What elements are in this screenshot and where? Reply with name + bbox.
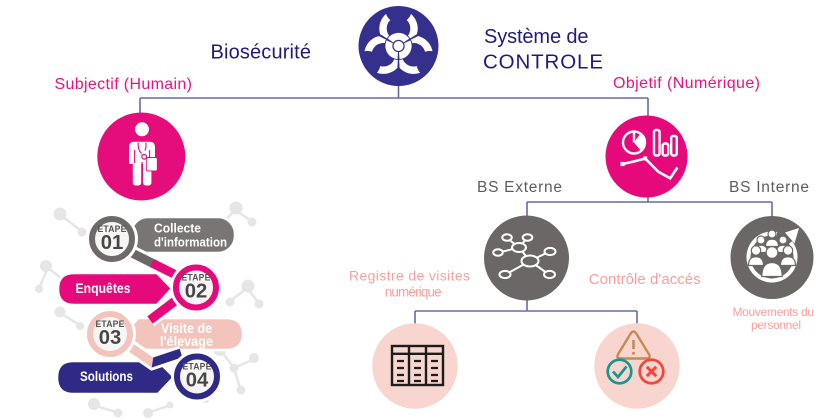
svg-text:04: 04 (186, 369, 209, 392)
svg-text:Objetif (Numérique): Objetif (Numérique) (613, 75, 760, 92)
svg-text:personnel: personnel (751, 318, 801, 332)
svg-text:numérique: numérique (385, 285, 442, 300)
svg-text:Mouvements du: Mouvements du (733, 305, 815, 319)
svg-text:02: 02 (185, 280, 208, 303)
svg-text:03: 03 (99, 326, 122, 349)
svg-text:Biosécurité: Biosécurité (211, 42, 312, 64)
svg-text:Système de: Système de (484, 26, 589, 48)
svg-text:ETAPE: ETAPE (183, 362, 212, 373)
svg-text:l'élevage: l'élevage (160, 334, 213, 349)
svg-text:d'information: d'information (154, 234, 227, 249)
svg-text:ETAPE: ETAPE (182, 273, 211, 284)
svg-text:Enquêtes: Enquêtes (76, 281, 131, 296)
svg-text:ETAPE: ETAPE (96, 319, 125, 330)
svg-text:Solutions: Solutions (80, 369, 133, 384)
svg-text:Collecte: Collecte (154, 220, 201, 235)
svg-text:ETAPE: ETAPE (98, 224, 127, 235)
svg-text:Registre de visites: Registre de visites (349, 268, 470, 284)
svg-text:BS Externe: BS Externe (477, 179, 562, 196)
svg-text:Contrôle d'accés: Contrôle d'accés (589, 271, 701, 288)
svg-text:Subjectif (Humain): Subjectif (Humain) (55, 76, 193, 93)
svg-text:BS Interne: BS Interne (729, 179, 809, 196)
svg-text:CONTROLE: CONTROLE (483, 51, 603, 74)
svg-text:01: 01 (101, 231, 124, 254)
svg-text:Visite de: Visite de (161, 321, 212, 336)
